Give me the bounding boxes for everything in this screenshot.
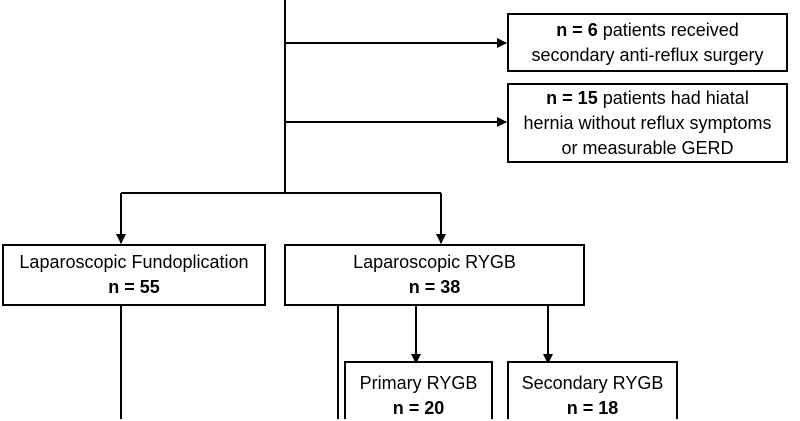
excluded-2-text-a: patients had hiatal	[597, 87, 749, 108]
rygb-n: n = 38	[408, 277, 461, 297]
secondary-rygb-n: n = 18	[566, 398, 619, 418]
excluded-1-text-a: patients received	[597, 19, 739, 40]
excluded-1-line-2: secondary anti-reflux surgery	[531, 44, 764, 65]
secondary-rygb-title: Secondary RYGB	[521, 373, 664, 393]
excluded-1-line-1: n = 6 patients received	[556, 18, 739, 43]
excluded-1-count: n = 6	[556, 19, 598, 40]
excluded-box-2: n = 15 patients had hiatal hernia withou…	[507, 83, 788, 163]
rygb-count: n = 38	[409, 275, 461, 300]
primary-rygb-n: n = 20	[392, 398, 445, 418]
excluded-2-line-2: hernia without reflux symptoms	[523, 112, 772, 133]
primary-rygb-title: Primary RYGB	[359, 373, 478, 393]
fundoplication-title: Laparoscopic Fundoplication	[19, 252, 249, 272]
excluded-2-count: n = 15	[546, 87, 598, 108]
excluded-2-line-3: or measurable GERD	[561, 137, 734, 158]
excluded-box-1: n = 6 patients received secondary anti-r…	[507, 13, 788, 72]
secondary-rygb-count: n = 18	[567, 396, 619, 421]
fundoplication-box: Laparoscopic Fundoplication n = 55	[2, 244, 266, 306]
rygb-box: Laparoscopic RYGB n = 38	[284, 244, 585, 306]
rygb-title: Laparoscopic RYGB	[353, 252, 516, 272]
secondary-rygb-box: Secondary RYGB n = 18	[507, 361, 678, 419]
primary-rygb-count: n = 20	[393, 396, 445, 421]
fundoplication-count: n = 55	[108, 275, 160, 300]
fundoplication-n: n = 55	[108, 277, 160, 297]
primary-rygb-box: Primary RYGB n = 20	[344, 361, 493, 419]
excluded-2-line-1: n = 15 patients had hiatal	[546, 86, 749, 111]
